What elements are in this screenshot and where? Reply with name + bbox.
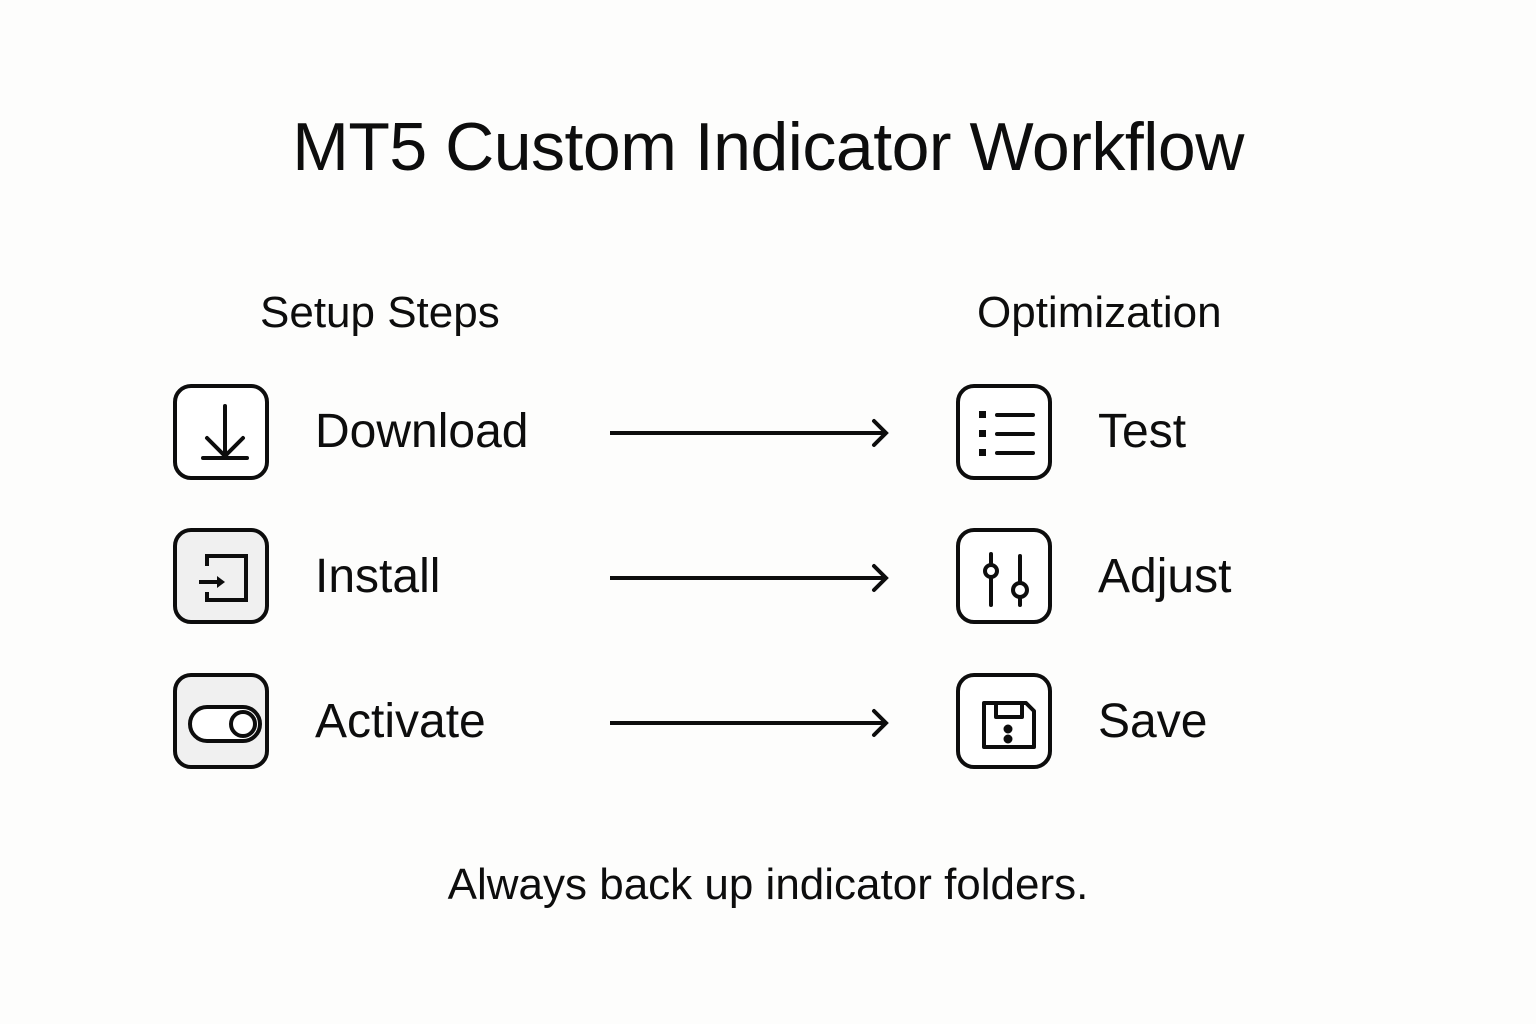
sliders-icon xyxy=(956,528,1052,624)
toggle-icon xyxy=(173,673,269,769)
step-label-save: Save xyxy=(1098,695,1208,748)
step-label-activate: Activate xyxy=(315,695,486,748)
sign-in-icon xyxy=(173,528,269,624)
footer-note: Always back up indicator folders. xyxy=(447,860,1089,909)
floppy-disk-icon xyxy=(956,673,1052,769)
step-label-test: Test xyxy=(1098,405,1187,458)
step-label-adjust: Adjust xyxy=(1098,550,1232,603)
page-title: MT5 Custom Indicator Workflow xyxy=(292,109,1244,185)
step-label-install: Install xyxy=(315,550,441,603)
arrow-right-icon xyxy=(610,709,889,737)
arrow-right-icon xyxy=(610,419,889,447)
list-icon xyxy=(956,384,1052,480)
optimization-heading: Optimization xyxy=(977,288,1222,337)
arrow-right-icon xyxy=(610,564,889,592)
download-icon xyxy=(173,384,269,480)
step-label-download: Download xyxy=(315,405,529,458)
setup-steps-heading: Setup Steps xyxy=(260,288,500,337)
